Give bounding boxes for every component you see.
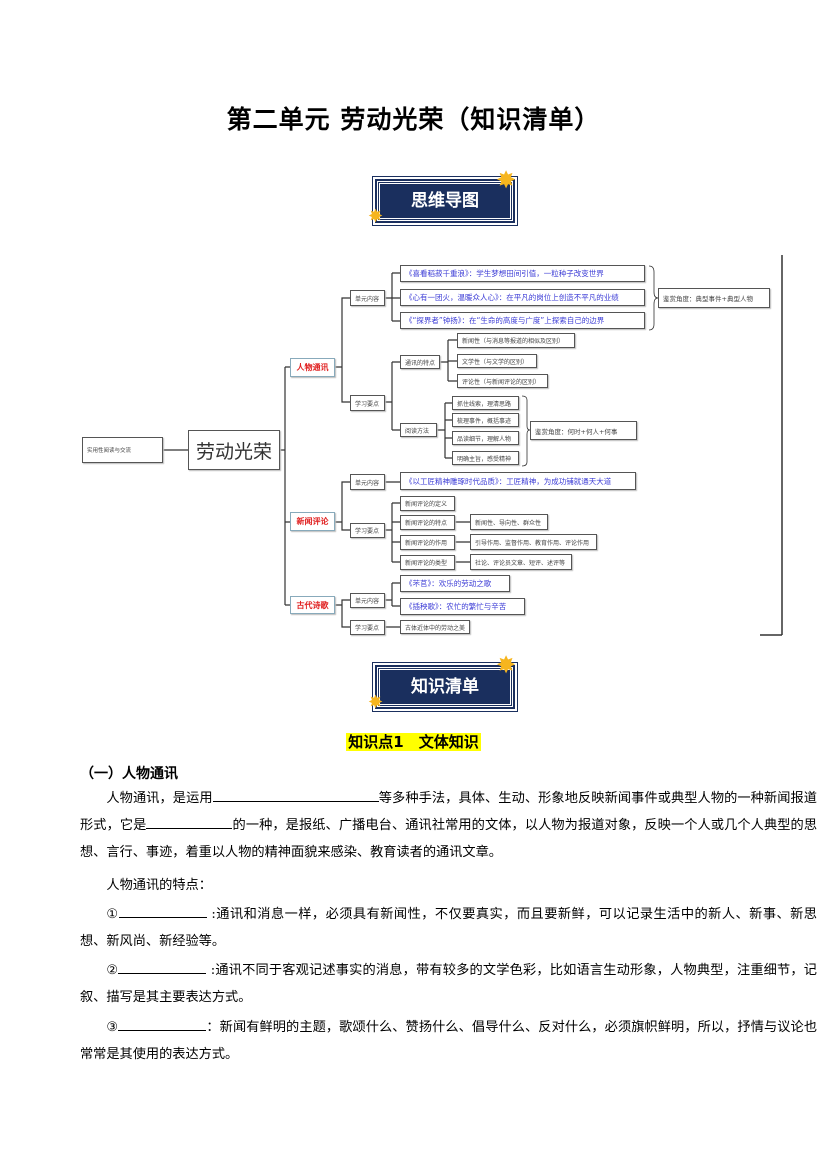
text: 人物通讯，是运用 <box>106 791 213 806</box>
feature-item-1: ① :通讯和消息一样，必须具有新闻性，不仅要真实，而且要新鲜，可以记录生活中的新… <box>80 901 817 955</box>
node-unit-content: 单元内容 <box>350 290 385 306</box>
node-study-points: 学习要点 <box>350 523 385 538</box>
item-text: :通讯和消息一样，必须具有新闻性，不仅要真实，而且要新鲜，可以记录生活中的新人、… <box>80 907 817 949</box>
branch-renwu-tongxun: 人物通讯 <box>290 358 335 377</box>
node-feature-item: 评论性（与新闻评论的区别） <box>457 374 548 388</box>
text: 的一种，是报纸、广播电台、通讯社常用的文体，以人物为报道对象，反映一个人或几个人… <box>80 818 818 860</box>
node-unit-content: 单元内容 <box>350 474 385 490</box>
node-method-item: 品读细节，理解人物 <box>452 431 519 445</box>
star-icon: ✸ <box>368 692 384 713</box>
node-appreciation: 鉴赏角度：典型事件+典型人物 <box>658 288 770 308</box>
node-point: 新闻评论的类型 <box>400 555 455 570</box>
node-appreciation: 鉴赏角度：何时+何人+何事 <box>530 421 637 440</box>
node-text: 《以工匠精神雕琢时代品质》：工匠精神，为成功铺就通天大道 <box>400 472 636 490</box>
branch-gudai-shige: 古代诗歌 <box>290 596 335 614</box>
node-point: 新闻评论的定义 <box>400 496 455 511</box>
page-title: 第二单元 劳动光荣（知识清单） <box>226 105 601 134</box>
node-text: 《芣苢》：欢乐的劳动之歌 <box>400 575 510 592</box>
section-heading: （一）人物通讯 <box>80 766 178 782</box>
node-detail: 引导作用、监督作用、教育作用、评论作用 <box>470 534 597 550</box>
node-feature: 通讯的特点 <box>400 355 440 369</box>
item-text: ：新闻有鲜明的主题，歌颂什么、赞扬什么、倡导什么、反对什么，必须旗帜鲜明，所以，… <box>80 1020 818 1062</box>
node-method-item: 抓住线索，理清思路 <box>452 396 519 410</box>
node-detail: 新闻性、导向性、群众性 <box>470 514 548 530</box>
star-icon: ✸ <box>496 651 517 679</box>
node-point: 新闻评论的作用 <box>400 535 455 550</box>
feature-item-2: ② :通讯不同于客观记述事实的消息，带有较多的文学色彩，比如语言生动形象，人物典… <box>80 957 817 1011</box>
node-method-item: 梳理事件，概括事迹 <box>452 413 519 427</box>
node-detail: 社论、评论员文章、短评、述评等 <box>470 554 572 570</box>
item-number: ② <box>106 963 119 978</box>
node-feature-item: 新闻性（与消息等报道的相似及区别） <box>457 333 575 348</box>
node-study-points: 学习要点 <box>350 395 385 411</box>
node-method: 阅读方法 <box>400 423 437 437</box>
node-feature-item: 文学性（与文学的区别） <box>457 354 537 368</box>
item-number: ① <box>106 907 119 922</box>
feature-item-3: ③：新闻有鲜明的主题，歌颂什么、赞扬什么、倡导什么、反对什么，必须旗帜鲜明，所以… <box>80 1014 817 1068</box>
root-node: 实用性阅读与交流 <box>82 437 163 463</box>
knowledge-banner: 知识清单 <box>375 665 515 709</box>
fill-blank[interactable] <box>118 904 207 918</box>
mind-map-lines <box>163 255 783 636</box>
star-icon: ✸ <box>496 166 517 194</box>
paragraph-definition: 人物通讯，是运用等多种手法，具体、生动、形象地反映新闻事件或典型人物的一种新闻报… <box>80 785 817 866</box>
star-icon: ✸ <box>368 206 384 227</box>
node-text: 《喜看稻菽千重浪》：学生梦想田间引值，一粒种子改变世界 <box>400 265 645 282</box>
branch-xinwen-pinglun: 新闻评论 <box>290 512 335 531</box>
node-point: 古体近体中的劳动之美 <box>400 620 470 634</box>
node-text: 《“探界者”钟扬》：在“生命的高度与广度”上探索自己的边界 <box>400 312 645 329</box>
knowledge-point-heading: 知识点1 文体知识 <box>0 731 827 752</box>
mind-map: 实用性阅读与交流 劳动光荣 人物通讯 单元内容 学习要点 《喜看稻菽千重浪》：学… <box>82 255 783 636</box>
paragraph-features-intro: 人物通讯的特点： <box>106 878 212 893</box>
node-point: 新闻评论的特点 <box>400 515 455 530</box>
fill-blank[interactable] <box>212 788 379 802</box>
knowledge-point-title: 知识点1 文体知识 <box>346 733 481 751</box>
fill-blank[interactable] <box>118 1017 207 1031</box>
text: 等多种手法，具体、生动、形象地反映新闻事件或典型人物的一种新闻报道形式，它是 <box>80 791 817 833</box>
node-unit-content: 单元内容 <box>350 593 385 608</box>
item-number: ③ <box>106 1020 119 1035</box>
node-text: 《插秧歌》：农忙的繁忙与辛苦 <box>400 598 525 615</box>
fill-blank[interactable] <box>118 960 207 974</box>
fill-blank[interactable] <box>146 815 233 829</box>
center-node: 劳动光荣 <box>188 430 280 470</box>
item-text: :通讯不同于客观记述事实的消息，带有较多的文学色彩，比如语言生动形象，人物典型，… <box>80 963 817 1005</box>
mindmap-banner: 思维导图 <box>375 179 515 223</box>
node-method-item: 明确主旨，感受精神 <box>452 451 519 465</box>
node-text: 《心有一团火，温暖众人心》：在平凡的岗位上创造不平凡的业绩 <box>400 289 645 306</box>
node-study-points: 学习要点 <box>350 620 385 635</box>
